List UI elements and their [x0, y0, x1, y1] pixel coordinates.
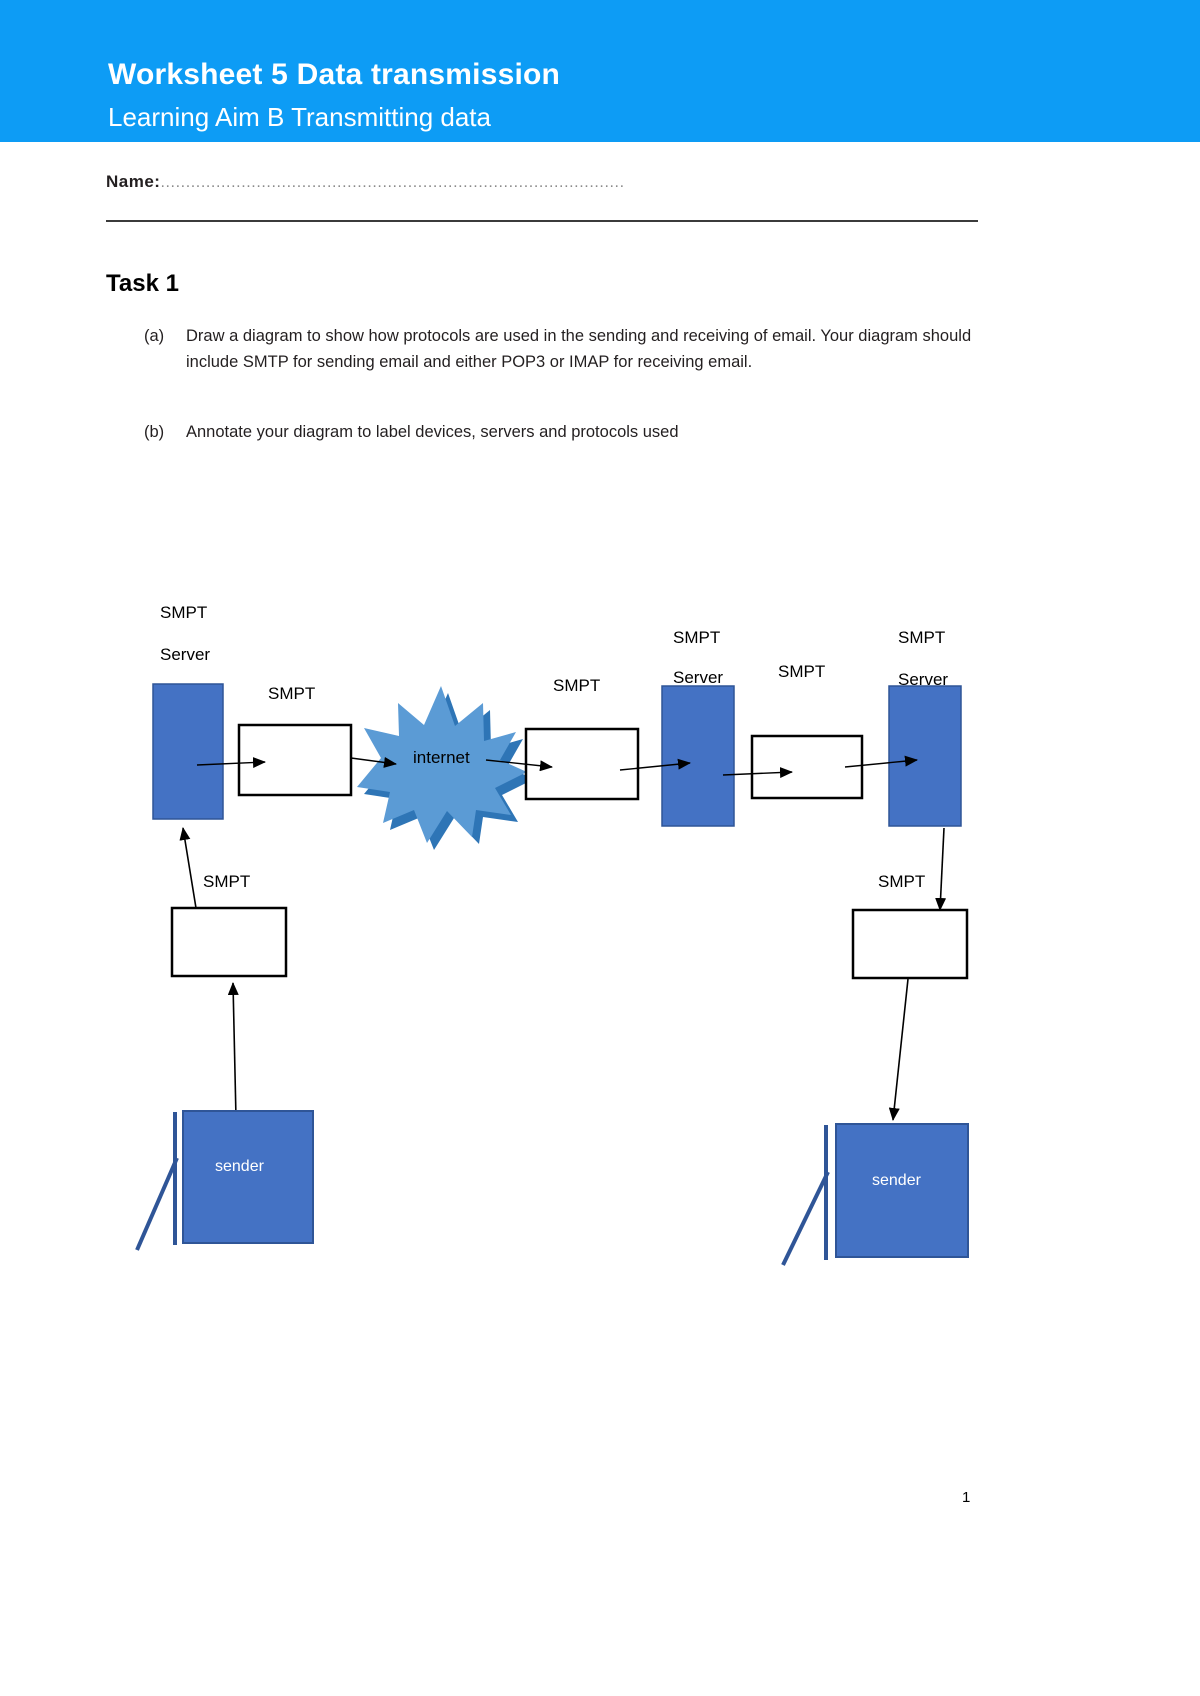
sender-device-right: [781, 1123, 969, 1266]
name-fill-line[interactable]: ........................................…: [160, 174, 625, 191]
label-sender-left: sender: [215, 1158, 264, 1175]
label-server3-protocol: SMPT: [898, 628, 946, 647]
sender-device-left: [135, 1110, 314, 1251]
label-server1-role: Server: [160, 645, 211, 664]
arrow-internet-to-box2: [485, 759, 553, 772]
diagram-canvas: [135, 683, 969, 1266]
arrow-box2-to-server2: [619, 758, 691, 771]
arrow-box1-to-internet: [350, 756, 397, 768]
question-text-a: Draw a diagram to show how protocols are…: [186, 327, 972, 371]
smtp-server-1: [152, 683, 224, 820]
label-link1-protocol: SMPT: [268, 684, 316, 703]
question-marker-b: (b): [144, 423, 165, 441]
email-protocol-diagram: SMPT Server SMPT internet SMPT SMPT Serv…: [0, 560, 1200, 1300]
label-link2-protocol: SMPT: [553, 676, 601, 695]
arrow-server3-to-rightbox: [935, 827, 947, 911]
label-server2-role: Server: [673, 668, 724, 687]
label-link3-protocol: SMPT: [778, 662, 826, 681]
relay-box-left: [170, 906, 288, 978]
page-subtitle: Learning Aim B Transmitting data: [108, 102, 491, 132]
arrow-server1-to-box1: [196, 757, 266, 769]
label-server1-protocol: SMPT: [160, 603, 208, 622]
arrow-server2-to-box3: [722, 767, 793, 779]
arrow-box3-to-server3: [844, 755, 918, 768]
relay-box-2: [524, 727, 640, 801]
relay-box-right: [851, 908, 969, 980]
horizontal-divider: [106, 220, 978, 222]
header-banner: [0, 0, 1200, 142]
arrow-leftbox-to-server1: [179, 827, 197, 909]
label-internet: internet: [413, 748, 470, 767]
internet-cloud: [357, 686, 534, 850]
question-item-a: (a) Draw a diagram to show how protocols…: [144, 323, 984, 375]
label-left-down-protocol: SMPT: [203, 872, 251, 891]
arrow-sender-left-to-box: [227, 982, 239, 1119]
label-sender-right: sender: [872, 1172, 921, 1189]
page-number: 1: [962, 1489, 971, 1506]
name-row: Name:...................................…: [106, 172, 986, 192]
label-right-down-protocol: SMPT: [878, 872, 926, 891]
question-text-b: Annotate your diagram to label devices, …: [186, 423, 679, 441]
relay-box-3: [750, 734, 864, 800]
question-item-b: (b) Annotate your diagram to label devic…: [144, 419, 984, 445]
label-server2-protocol: SMPT: [673, 628, 721, 647]
question-marker-a: (a): [144, 327, 165, 345]
smtp-server-3: [888, 685, 962, 827]
relay-box-1: [237, 723, 353, 797]
task-heading: Task 1: [106, 270, 179, 297]
page-title: Worksheet 5 Data transmission: [108, 58, 561, 91]
arrow-rightbox-to-sender-right: [888, 978, 909, 1121]
smtp-server-2: [661, 685, 735, 827]
label-server3-role: Server: [898, 670, 949, 689]
name-label: Name:: [106, 172, 161, 191]
